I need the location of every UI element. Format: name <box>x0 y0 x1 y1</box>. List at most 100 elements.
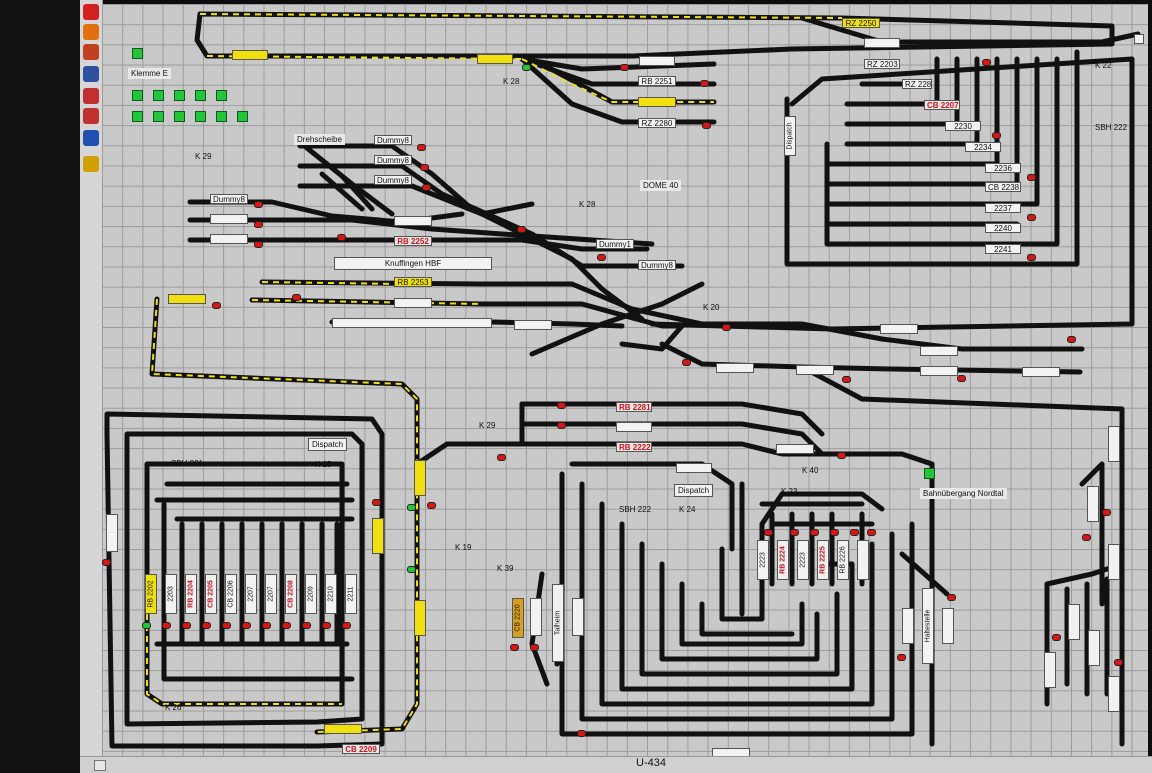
signal[interactable] <box>1114 659 1123 666</box>
signal[interactable] <box>790 529 799 536</box>
signal[interactable] <box>557 422 566 429</box>
scroll-button[interactable] <box>94 760 106 771</box>
block[interactable] <box>776 444 814 454</box>
signal[interactable] <box>850 529 859 536</box>
block[interactable] <box>414 460 426 496</box>
signal[interactable] <box>282 622 291 629</box>
signal[interactable] <box>517 226 526 233</box>
block-rb2281[interactable]: RB 2281 <box>616 402 652 412</box>
signal[interactable] <box>620 64 629 71</box>
block[interactable] <box>920 366 958 376</box>
signal[interactable] <box>867 529 876 536</box>
signal[interactable] <box>292 294 301 301</box>
block[interactable] <box>477 54 513 64</box>
sbh222-track[interactable]: RB 2224 <box>777 540 789 580</box>
block-rb2253[interactable]: RB 2253 <box>394 277 432 287</box>
status-indicator[interactable] <box>216 90 227 101</box>
block-2230[interactable]: 2230 <box>945 121 981 131</box>
signal[interactable] <box>254 201 263 208</box>
sbh221-track[interactable]: RB 2204 <box>185 574 197 614</box>
block[interactable] <box>1044 652 1056 688</box>
signal[interactable] <box>182 622 191 629</box>
signal[interactable] <box>497 454 506 461</box>
status-indicator[interactable] <box>195 111 206 122</box>
block[interactable] <box>864 38 900 48</box>
block[interactable] <box>1108 426 1120 462</box>
block[interactable] <box>920 346 958 356</box>
signal[interactable] <box>810 529 819 536</box>
search-icon[interactable] <box>83 156 99 172</box>
block[interactable] <box>210 234 248 244</box>
signal[interactable] <box>1067 336 1076 343</box>
signal[interactable] <box>842 376 851 383</box>
signal[interactable] <box>577 730 586 737</box>
signal[interactable] <box>522 64 531 71</box>
block-talheim[interactable]: Talheim <box>552 584 564 662</box>
block-cb2209[interactable]: CB 2209 <box>342 744 380 754</box>
signal[interactable] <box>407 566 416 573</box>
signal[interactable] <box>1027 214 1036 221</box>
signal[interactable] <box>254 241 263 248</box>
signal[interactable] <box>992 132 1001 139</box>
sbh221-track[interactable]: 2209 <box>305 574 317 614</box>
block[interactable] <box>1108 676 1120 712</box>
sbh221-track[interactable]: CB 2205 <box>205 574 217 614</box>
sbh221-track[interactable]: 2210 <box>325 574 337 614</box>
block[interactable] <box>616 422 652 432</box>
block[interactable] <box>639 56 675 66</box>
block-2236[interactable]: 2236 <box>985 163 1021 173</box>
block-2237[interactable]: 2237 <box>985 203 1021 213</box>
block[interactable] <box>880 324 918 334</box>
block-dummy8[interactable]: Dummy8 <box>374 175 412 185</box>
signal[interactable] <box>302 622 311 629</box>
block-2241[interactable]: 2241 <box>985 244 1021 254</box>
status-indicator[interactable] <box>174 111 185 122</box>
block-2240[interactable]: 2240 <box>985 223 1021 233</box>
sbh221-track[interactable]: RB 2202 <box>145 574 157 614</box>
signal[interactable] <box>342 622 351 629</box>
signal[interactable] <box>764 529 773 536</box>
signal[interactable] <box>557 402 566 409</box>
signal[interactable] <box>212 302 221 309</box>
signal[interactable] <box>957 375 966 382</box>
status-indicator[interactable] <box>132 90 143 101</box>
block[interactable] <box>902 608 914 644</box>
signal[interactable] <box>897 654 906 661</box>
block-rb2222[interactable]: RB 2222 <box>616 442 652 452</box>
block-dummy8[interactable]: Dummy8 <box>374 135 412 145</box>
block[interactable] <box>210 214 248 224</box>
block-cb2207[interactable]: CB 2207 <box>924 100 960 110</box>
block-2234[interactable]: 2234 <box>965 142 1001 152</box>
block-cb2238[interactable]: CB 2238 <box>985 182 1021 192</box>
signal[interactable] <box>407 504 416 511</box>
block[interactable] <box>394 216 432 226</box>
signal[interactable] <box>422 184 431 191</box>
signal[interactable] <box>417 144 426 151</box>
block[interactable] <box>1068 604 1080 640</box>
block-dummy8[interactable]: Dummy8 <box>374 155 412 165</box>
block[interactable] <box>572 598 584 636</box>
signal[interactable] <box>372 499 381 506</box>
block[interactable] <box>716 363 754 373</box>
signal[interactable] <box>1082 534 1091 541</box>
signal[interactable] <box>142 622 151 629</box>
block-dummy8[interactable]: Dummy8 <box>638 260 676 270</box>
block[interactable] <box>1134 34 1144 44</box>
block-haltestelle[interactable]: Haltestelle <box>922 588 934 664</box>
signal[interactable] <box>722 324 731 331</box>
signal[interactable] <box>242 622 251 629</box>
block-dummy1[interactable]: Dummy1 <box>596 239 634 249</box>
signal[interactable] <box>700 80 709 87</box>
signal[interactable] <box>337 234 346 241</box>
block[interactable] <box>638 97 676 107</box>
signal[interactable] <box>162 622 171 629</box>
signal[interactable] <box>202 622 211 629</box>
signal[interactable] <box>1027 254 1036 261</box>
block-rb2251[interactable]: RB 2251 <box>638 76 676 86</box>
train-icon[interactable] <box>83 108 99 124</box>
signal[interactable] <box>322 622 331 629</box>
signal[interactable] <box>1027 174 1036 181</box>
status-indicator[interactable] <box>924 468 935 479</box>
sbh222-track[interactable]: RB 2225 <box>817 540 829 580</box>
driver-icon[interactable] <box>83 88 99 104</box>
